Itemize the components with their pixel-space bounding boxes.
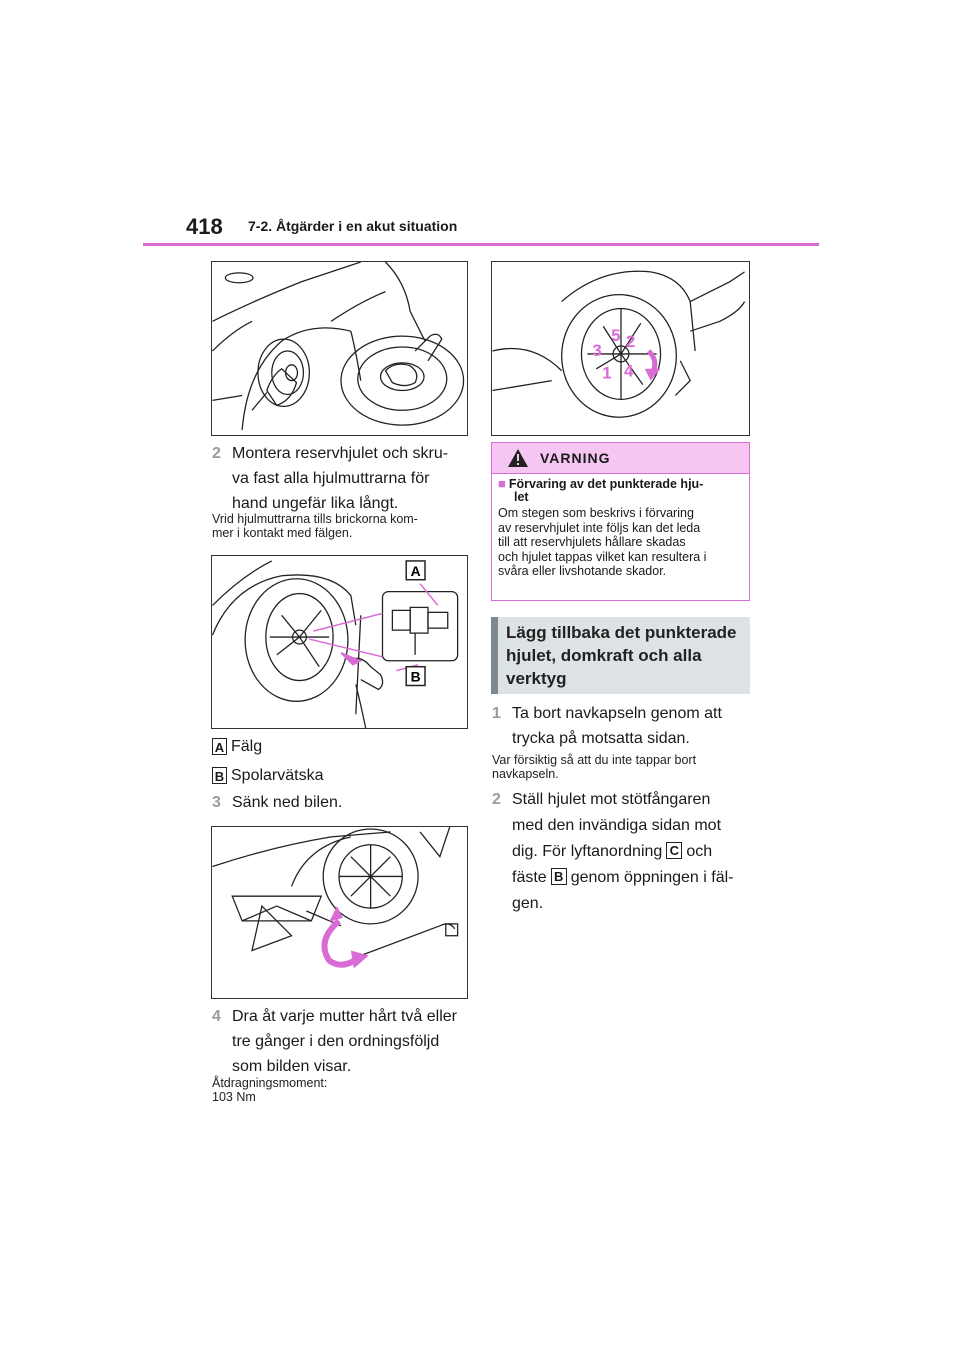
callout-a: A (411, 563, 421, 579)
warning-subtitle: ■Förvaring av det punkterade hju- let (498, 477, 744, 504)
step-text-line: Ta bort navkapseln genom att (512, 705, 722, 722)
figure-tightening-order: 1 2 3 4 5 (491, 261, 750, 436)
order-number: 4 (624, 362, 634, 381)
step-text-line: tre gånger i den ordningsföljd (232, 1033, 440, 1050)
section-heading-line: Lägg tillbaka det punkterade (506, 623, 737, 642)
note-line: navkapseln. (492, 767, 559, 781)
legend-label: Fälg (231, 738, 263, 755)
warning-body: Om stegen som beskrivs i förvaring av re… (498, 506, 744, 579)
figure-wheel-nut: A B (211, 555, 468, 729)
note-line: Var försiktig så att du inte tappar bort (492, 753, 697, 767)
step-text-line: Ställ hjulet mot stötfångaren (512, 791, 711, 808)
warning-body-line: till att reservhjulets hållare skadas (498, 535, 686, 549)
spare-wheel-illustration (212, 262, 465, 431)
step-2-right: 2 Ställ hjulet mot stötfångaren med den … (492, 787, 757, 917)
warning-body-line: och hjulet tappas vilket kan resultera i (498, 549, 707, 564)
step-number: 4 (212, 1008, 221, 1025)
step-number: 2 (492, 791, 501, 808)
step-3: 3 Sänk ned bilen. (212, 790, 472, 815)
section-heading: Lägg tillbaka det punkterade hjulet, dom… (506, 621, 750, 690)
note-line: 103 Nm (212, 1090, 256, 1104)
callout-b: B (411, 669, 421, 685)
step-2-left: 2 Montera reservhjulet och skru- va fast… (212, 441, 472, 517)
order-number: 5 (611, 326, 620, 345)
section-heading-box: Lägg tillbaka det punkterade hjulet, dom… (491, 617, 750, 694)
step-1-right: 1 Ta bort navkapseln genom att trycka på… (492, 701, 757, 751)
warning-triangle-icon (508, 449, 528, 467)
figure-spare-wheel (211, 261, 468, 436)
order-number: 3 (592, 341, 601, 360)
step-text-line: va fast alla hjulmuttrarna för (232, 470, 430, 487)
step-text-line: Sänk ned bilen. (232, 794, 343, 811)
step-number: 3 (212, 794, 221, 811)
header-rule (143, 243, 819, 246)
step-text-line: med den invändiga sidan mot (512, 817, 722, 834)
legend-badge: B (212, 767, 227, 785)
note-line: Åtdragningsmoment: (212, 1076, 328, 1090)
note-line: Vrid hjulmuttrarna tills brickorna kom- (212, 512, 418, 526)
step-1-note: Var försiktig så att du inte tappar bort… (492, 753, 757, 781)
page-number: 418 (186, 214, 223, 239)
warning-header: VARNING (492, 443, 749, 474)
warning-box: VARNING ■Förvaring av det punkterade hju… (491, 442, 750, 601)
step-text-line: som bilden visar. (232, 1058, 352, 1075)
warning-title: VARNING (540, 450, 611, 466)
bullet-square-icon: ■ (498, 476, 506, 491)
callout-badge-b: B (550, 868, 567, 885)
section-heading-line: verktyg (506, 669, 567, 688)
callout-badge-c: C (666, 842, 683, 859)
warning-body-line: av reservhjulet inte följs kan det leda (498, 520, 701, 535)
warning-body-line: svåra eller livshotande skador. (498, 564, 667, 578)
step-number: 2 (212, 445, 221, 462)
order-number: 1 (602, 364, 611, 383)
tightening-order-illustration: 1 2 3 4 5 (492, 270, 746, 418)
step-2-note: Vrid hjulmuttrarna tills brickorna kom- … (212, 512, 472, 540)
lower-jack-illustration (212, 827, 459, 969)
figure-lower-jack (211, 826, 468, 999)
section-title: 7-2. Åtgärder i en akut situation (248, 218, 458, 234)
legend-label: Spolarvätska (231, 767, 324, 784)
section-heading-line: hjulet, domkraft och alla (506, 646, 702, 665)
warning-subtitle-line: let (514, 490, 529, 504)
step-4: 4 Dra åt varje mutter hårt två eller tre… (212, 1004, 472, 1080)
note-line: mer i kontakt med fälgen. (212, 526, 353, 540)
step-text-line: gen. (512, 895, 544, 912)
step-text-line: Montera reservhjulet och skru- (232, 445, 449, 462)
order-number: 2 (626, 332, 635, 351)
warning-subtitle-line: Förvaring av det punkterade hju- (508, 477, 704, 491)
step-text-line: trycka på motsatta sidan. (512, 730, 690, 747)
legend-badge: A (212, 738, 227, 756)
wheel-nut-illustration: A B (212, 560, 459, 728)
step-text-line: hand ungefär lika långt. (232, 495, 399, 512)
step-text-line: Dra åt varje mutter hårt två eller (232, 1008, 457, 1025)
step-number: 1 (492, 705, 501, 722)
warning-body-line: Om stegen som beskrivs i förvaring (498, 506, 694, 520)
step-4-note: Åtdragningsmoment: 103 Nm (212, 1076, 472, 1104)
page-header: 418 7-2. Åtgärder i en akut situation (0, 0, 960, 250)
